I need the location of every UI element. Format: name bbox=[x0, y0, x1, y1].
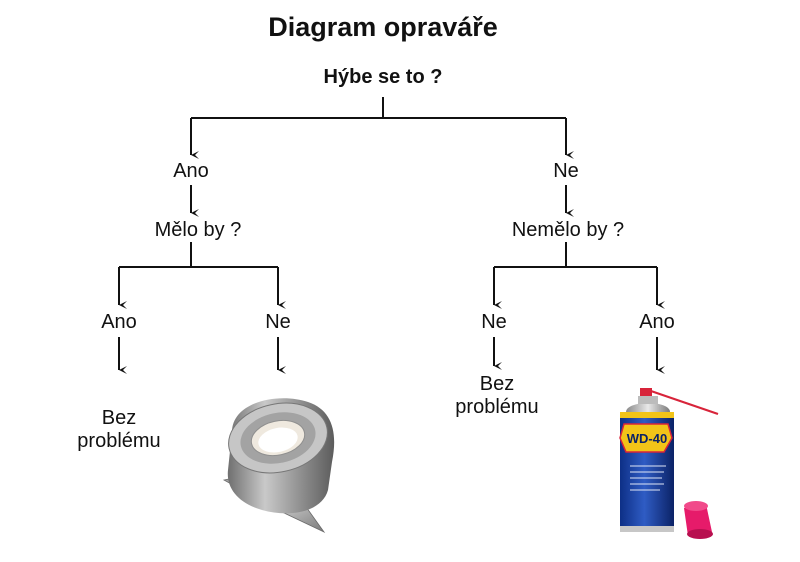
left-no-label: Ne bbox=[265, 311, 291, 333]
wd40-spray-can-image: WD-40 bbox=[619, 388, 719, 539]
diagram-title: Diagram opraváře bbox=[268, 12, 498, 42]
left-yes-label: Ano bbox=[101, 311, 137, 333]
right-result-no-problem: Bez problému bbox=[455, 373, 539, 418]
duct-tape-image bbox=[222, 398, 335, 534]
wd40-can-label: WD-40 bbox=[627, 431, 667, 446]
right-yes-label: Ano bbox=[639, 311, 675, 333]
right-answer-label: Ne bbox=[553, 160, 579, 182]
right-question: Nemělo by ? bbox=[511, 219, 625, 241]
left-result-no-problem: Bez problému bbox=[77, 407, 161, 452]
root-question: Hýbe se to ? bbox=[323, 66, 443, 88]
left-answer-label: Ano bbox=[173, 160, 209, 182]
right-no-label: Ne bbox=[481, 311, 507, 333]
left-question: Mělo by ? bbox=[154, 219, 242, 241]
